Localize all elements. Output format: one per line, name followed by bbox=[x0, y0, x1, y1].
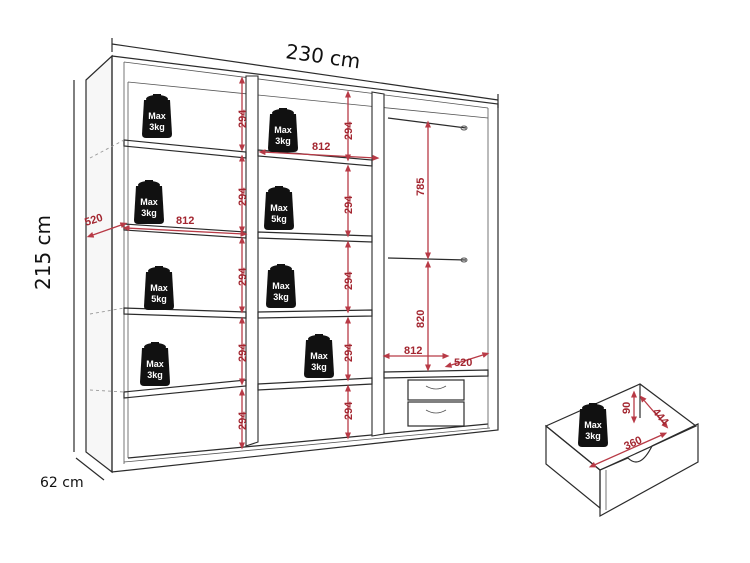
svg-text:Max: Max bbox=[148, 111, 166, 121]
svg-text:Max: Max bbox=[272, 281, 290, 291]
measurement-arrows bbox=[86, 76, 490, 450]
shelf-height-label: 294 bbox=[237, 187, 249, 206]
weight-icons: Max 3kg Max 3kg Max 3kg Max 5kg Max 5kg … bbox=[134, 94, 334, 386]
drawer-height-label: 90 bbox=[621, 402, 633, 414]
svg-text:3kg: 3kg bbox=[273, 292, 289, 302]
svg-text:Max: Max bbox=[310, 351, 328, 361]
weight-max-3kg: Max 3kg bbox=[268, 108, 298, 152]
svg-text:3kg: 3kg bbox=[275, 136, 291, 146]
shelf-width-label: 812 bbox=[312, 141, 330, 153]
shelf-height-label: 294 bbox=[237, 109, 249, 128]
weight-max-3kg: Max 3kg bbox=[266, 264, 296, 308]
shelf-height-label: 294 bbox=[237, 411, 249, 430]
shelf-height-label: 294 bbox=[343, 401, 355, 420]
weight-max-3kg: Max 3kg bbox=[140, 342, 170, 386]
overall-width-dimension: 230 cm bbox=[111, 38, 499, 108]
shelf-height-label: 294 bbox=[237, 343, 249, 362]
drawer-depth-label: 444 bbox=[650, 406, 672, 428]
shelf-width-label: 812 bbox=[176, 215, 194, 227]
weight-max-3kg: Max 3kg bbox=[142, 94, 172, 138]
svg-text:Max: Max bbox=[146, 359, 164, 369]
svg-text:Max: Max bbox=[150, 283, 168, 293]
overall-depth-dimension: 62 cm bbox=[40, 457, 105, 491]
svg-text:3kg: 3kg bbox=[141, 208, 157, 218]
svg-text:Max: Max bbox=[584, 420, 602, 430]
shelf-height-label: 294 bbox=[237, 267, 249, 286]
overall-height-dimension: 215 cm bbox=[31, 80, 75, 452]
svg-text:Max: Max bbox=[274, 125, 292, 135]
drawer-width-label: 360 bbox=[622, 434, 644, 452]
dimension-labels: 294 294 294 294 294 294 294 294 294 294 … bbox=[83, 109, 472, 430]
overall-height-label: 215 cm bbox=[31, 215, 55, 290]
shelf-depth-label: 520 bbox=[83, 212, 104, 229]
weight-max-5kg: Max 5kg bbox=[264, 186, 294, 230]
svg-text:3kg: 3kg bbox=[147, 370, 163, 380]
shelf-height-label: 294 bbox=[343, 271, 355, 290]
weight-max-3kg: Max 3kg bbox=[304, 334, 334, 378]
svg-text:Max: Max bbox=[270, 203, 288, 213]
hanging-lower-label: 820 bbox=[415, 310, 427, 328]
shelf-height-label: 294 bbox=[343, 195, 355, 214]
svg-text:Max: Max bbox=[140, 197, 158, 207]
weight-max-5kg: Max 5kg bbox=[144, 266, 174, 310]
svg-text:3kg: 3kg bbox=[585, 431, 601, 441]
svg-text:3kg: 3kg bbox=[311, 362, 327, 372]
bottom-width-label: 812 bbox=[404, 345, 422, 357]
drawer-detail: 90 444 360 Max 3kg bbox=[544, 383, 699, 518]
hanging-upper-label: 785 bbox=[415, 178, 427, 196]
bottom-depth-label: 520 bbox=[454, 357, 472, 369]
overall-width-label: 230 cm bbox=[284, 39, 362, 73]
shelf-height-label: 294 bbox=[343, 343, 355, 362]
overall-depth-label: 62 cm bbox=[40, 475, 84, 491]
drawer-weight-max-3kg: Max 3kg bbox=[578, 403, 608, 447]
shelf-height-label: 294 bbox=[343, 121, 355, 140]
svg-text:5kg: 5kg bbox=[151, 294, 167, 304]
svg-text:3kg: 3kg bbox=[149, 122, 165, 132]
weight-max-3kg: Max 3kg bbox=[134, 180, 164, 224]
svg-text:5kg: 5kg bbox=[271, 214, 287, 224]
wardrobe-body bbox=[85, 54, 499, 474]
shelves bbox=[123, 117, 489, 427]
